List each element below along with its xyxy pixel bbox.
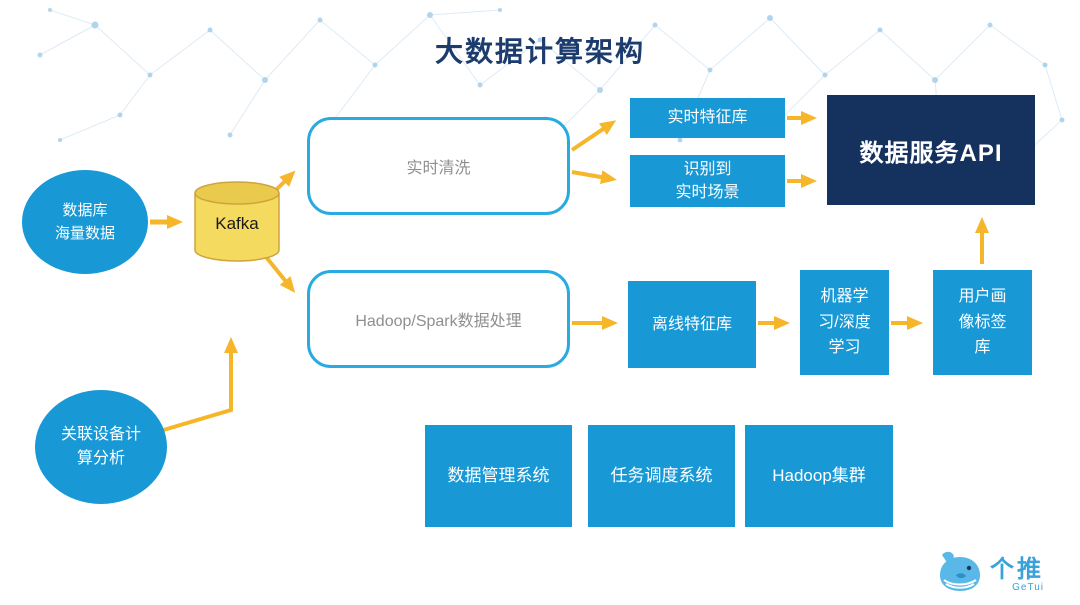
node-label-line: 库 bbox=[974, 339, 991, 357]
node-user-profile-tag-store: 用户画 像标签 库 bbox=[933, 270, 1032, 375]
logo-brand-subtext: GeTui bbox=[1012, 582, 1044, 593]
node-realtime-scene: 识别到 实时场景 bbox=[630, 155, 785, 207]
node-label-line: 关联设备计 bbox=[60, 426, 141, 443]
node-label-line: 机器学 bbox=[820, 288, 869, 306]
node-label-line: 学习 bbox=[828, 339, 861, 357]
node-label: Hadoop集群 bbox=[772, 466, 866, 486]
node-label-line: 海量数据 bbox=[54, 225, 115, 242]
node-label-line: 数据库 bbox=[62, 201, 108, 219]
node-label: 离线特征库 bbox=[651, 315, 732, 333]
arrow-clean-to-realtime-feature bbox=[570, 120, 617, 152]
node-label-line: 习/深度 bbox=[818, 313, 871, 331]
node-machine-learning: 机器学 习/深度 学习 bbox=[800, 270, 889, 375]
node-data-management-system: 数据管理系统 bbox=[425, 425, 572, 527]
logo-brand-text: 个推 bbox=[990, 556, 1044, 583]
node-task-scheduling-system: 任务调度系统 bbox=[588, 425, 735, 527]
node-device-analysis: 关联设备计 算分析 bbox=[35, 390, 167, 504]
whale-icon bbox=[940, 551, 980, 591]
node-hadoop-spark-processing: Hadoop/Spark数据处理 bbox=[307, 270, 570, 368]
node-label-line: 像标签 bbox=[958, 313, 1007, 331]
node-database-source: 数据库 海量数据 bbox=[22, 170, 148, 274]
node-label: 实时清洗 bbox=[406, 160, 471, 177]
node-label-line: 算分析 bbox=[76, 450, 125, 467]
node-label: Hadoop/Spark数据处理 bbox=[355, 313, 522, 330]
node-label-line: 实时场景 bbox=[675, 184, 740, 201]
arrow-clean-to-realtime-scene bbox=[571, 170, 617, 184]
node-label: 实时特征库 bbox=[667, 109, 748, 126]
arrow-device-analysis-up bbox=[149, 337, 238, 436]
node-kafka: Kafka bbox=[193, 180, 281, 264]
node-label: 数据管理系统 bbox=[447, 466, 550, 486]
node-label-line: 识别到 bbox=[683, 160, 732, 178]
node-label: 任务调度系统 bbox=[610, 466, 713, 486]
node-label: Kafka bbox=[215, 214, 259, 233]
logo-text: 个推 GeTui bbox=[990, 549, 1044, 593]
node-hadoop-cluster: Hadoop集群 bbox=[745, 425, 893, 527]
diagram-title: 大数据计算架构 bbox=[434, 36, 645, 67]
node-offline-feature-store: 离线特征库 bbox=[628, 281, 756, 368]
node-label: 数据服务API bbox=[859, 139, 1003, 167]
node-label-line: 用户画 bbox=[958, 288, 1007, 306]
kafka-cylinder-shape bbox=[194, 181, 280, 262]
node-data-service-api: 数据服务API bbox=[827, 95, 1035, 205]
node-realtime-cleaning: 实时清洗 bbox=[307, 117, 570, 215]
node-realtime-feature-store: 实时特征库 bbox=[630, 98, 785, 138]
getui-logo: 个推 GeTui bbox=[936, 549, 1044, 593]
